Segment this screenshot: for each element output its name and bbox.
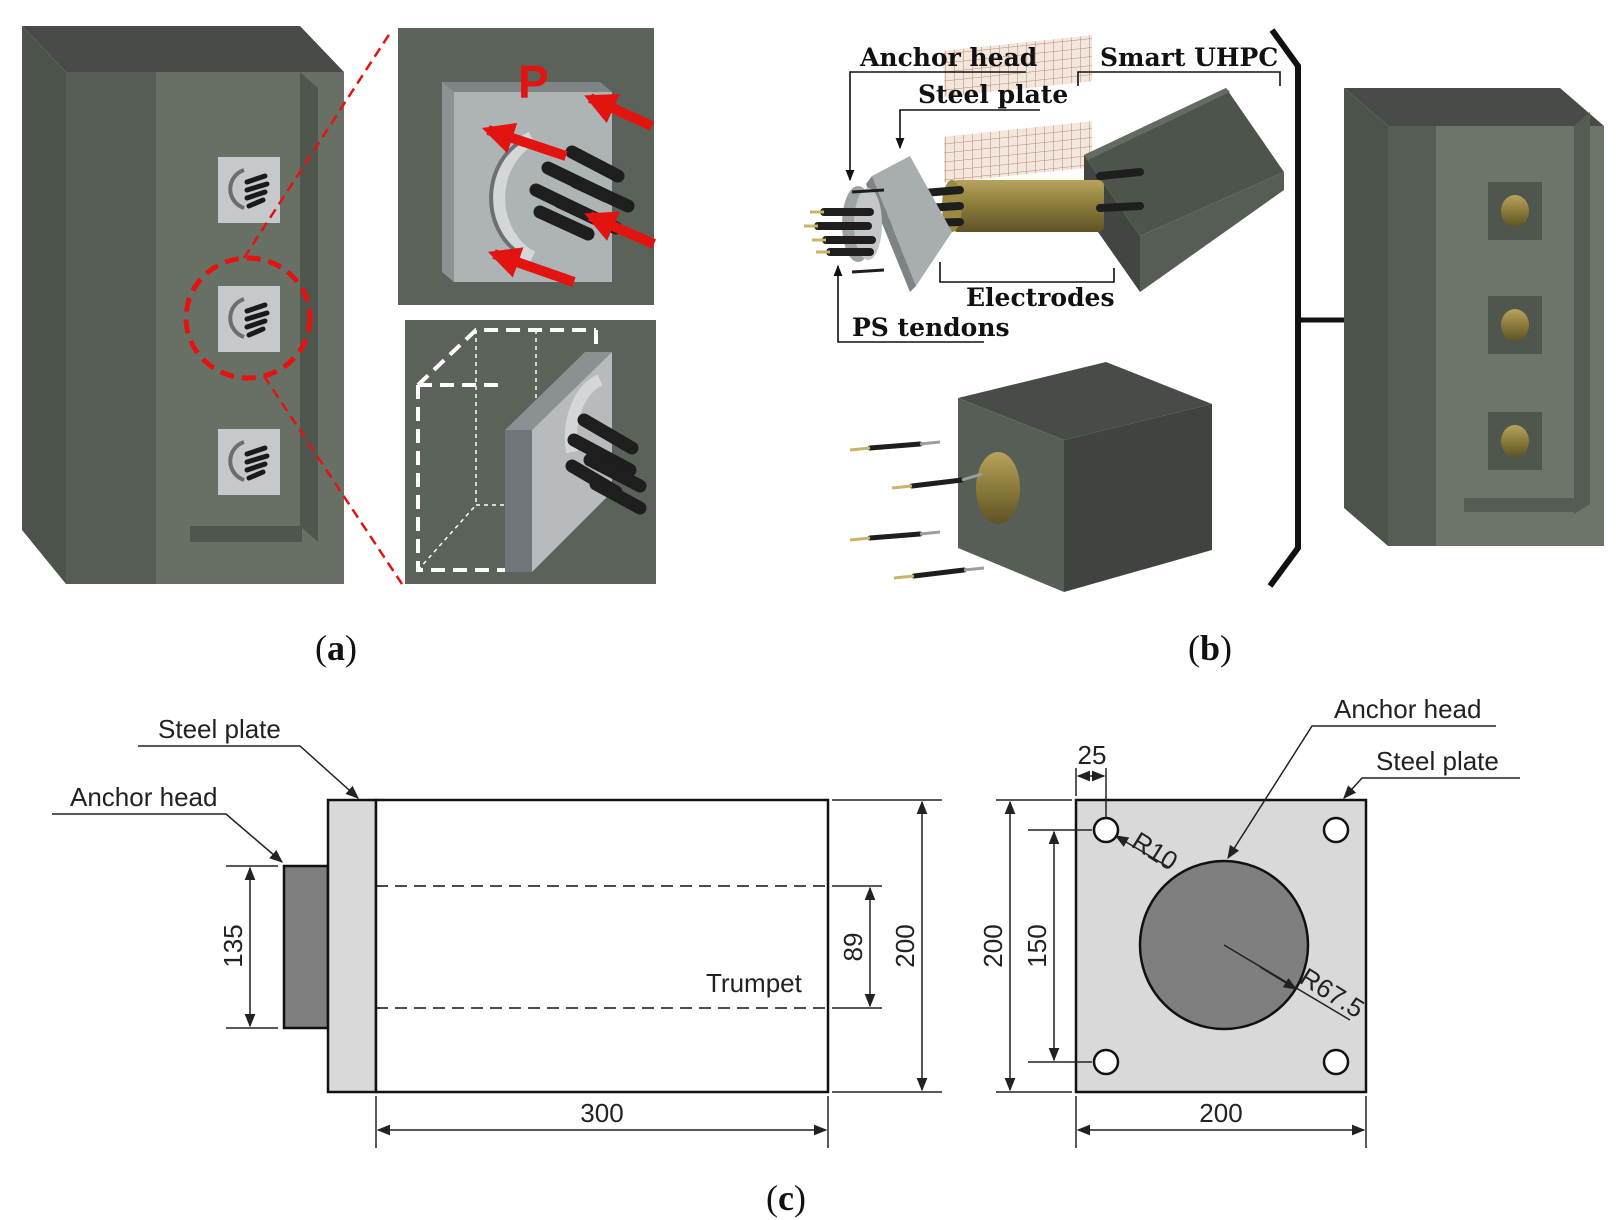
bolt-holes	[1092, 816, 1350, 1076]
callout-anchor-head: Anchor head	[859, 43, 1037, 72]
label-anchor-head-side: Anchor head	[70, 782, 217, 812]
inset-loaded-anchor: P	[398, 28, 657, 305]
svg-text:200: 200	[1199, 1098, 1242, 1128]
callout-electrodes: Electrodes	[966, 283, 1115, 312]
svg-text:300: 300	[580, 1098, 623, 1128]
steel-plate-front	[1074, 798, 1368, 1094]
smart-uhpc-side	[374, 798, 830, 1094]
zoom-callout	[183, 29, 404, 585]
panel-label-a: (a)	[315, 628, 357, 668]
anchor-plate-middle-a	[218, 286, 280, 352]
panel-a: P	[22, 26, 657, 668]
label-steel-plate-front: Steel plate	[1376, 746, 1499, 776]
embedded-unit-middle	[1488, 296, 1542, 354]
dim-trumpet-diameter: 89	[832, 885, 882, 1009]
label-anchor-head-front: Anchor head	[1334, 694, 1481, 724]
svg-text:200: 200	[890, 924, 920, 967]
inset-anchor-prism	[405, 320, 656, 584]
exploded-assembly	[804, 35, 1284, 292]
side-view-drawing: Steel plate Anchor head Trumpet 135 89	[52, 714, 942, 1148]
callouts-b: Anchor head Steel plate Smart UHPC Elect…	[833, 43, 1281, 343]
dim-hole-offset: 25	[1075, 740, 1107, 818]
dim-front-height: 200	[978, 799, 1072, 1093]
panel-label-c: (c)	[766, 1178, 806, 1218]
assembled-uhpc-unit	[849, 362, 1212, 592]
svg-text:200: 200	[978, 924, 1008, 967]
steel-plate-side	[326, 798, 378, 1094]
dim-side-height: 200	[832, 799, 942, 1093]
panel-b: Anchor head Steel plate Smart UHPC Elect…	[804, 28, 1604, 668]
dim-length: 300	[375, 1096, 829, 1148]
anchor-plate-bottom-a	[218, 429, 280, 495]
svg-text:135: 135	[218, 924, 248, 967]
dim-front-width: 200	[1075, 1096, 1367, 1148]
embedded-unit-bottom	[1488, 412, 1542, 470]
svg-text:150: 150	[1022, 924, 1052, 967]
panel-c: Steel plate Anchor head Trumpet 135 89	[52, 694, 1520, 1218]
load-arrows	[481, 93, 657, 287]
svg-text:89: 89	[838, 933, 868, 962]
anchorage-block-a	[22, 26, 344, 584]
callout-smart-uhpc: Smart UHPC	[1100, 43, 1278, 72]
callout-ps-tendons: PS tendons	[852, 313, 1010, 342]
svg-text:25: 25	[1078, 740, 1107, 770]
anchorage-block-b	[1344, 88, 1604, 546]
callout-steel-plate: Steel plate	[918, 80, 1068, 109]
dim-anchor-height: 135	[218, 865, 278, 1029]
anchor-head-side	[282, 864, 330, 1030]
dim-hole-spacing: 150	[1022, 829, 1092, 1063]
embedded-unit-top	[1488, 182, 1542, 240]
panel-label-b: (b)	[1188, 628, 1232, 668]
front-view-drawing: Anchor head Steel plate 25 R10 R67.5	[978, 694, 1520, 1148]
load-symbol-p: P	[518, 56, 549, 108]
anchor-plate-top-a	[218, 157, 280, 223]
label-steel-plate-side: Steel plate	[158, 714, 281, 744]
label-trumpet: Trumpet	[706, 968, 803, 998]
